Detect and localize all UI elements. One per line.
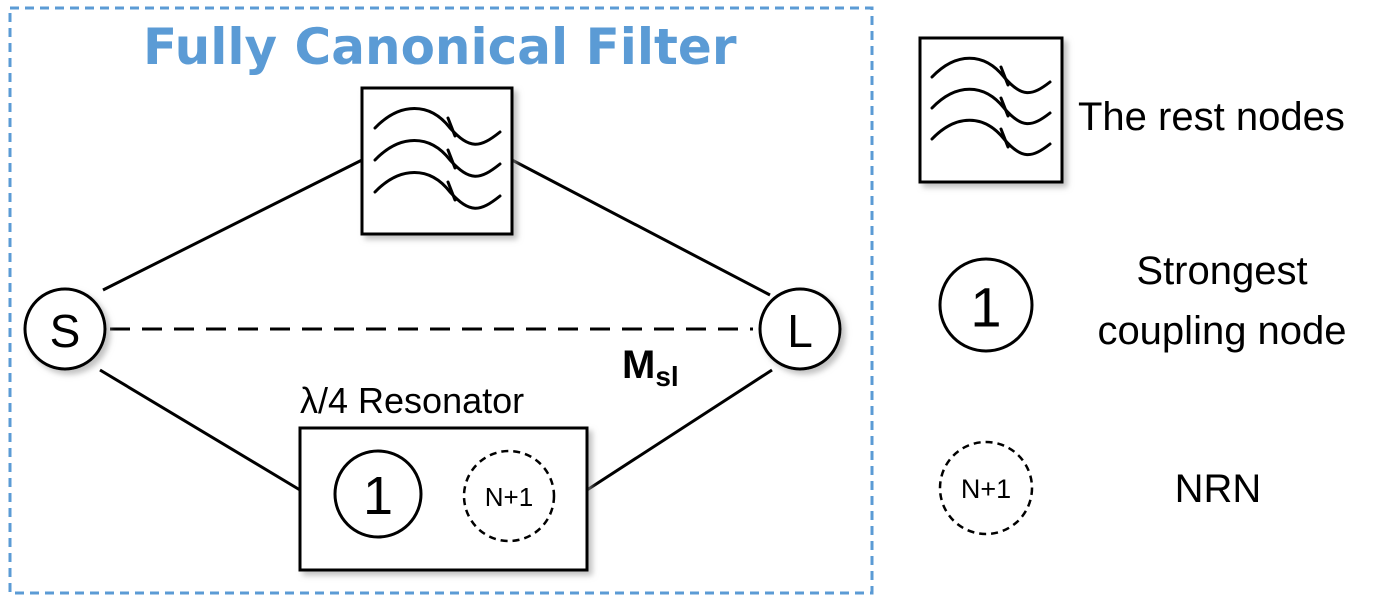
rest-nodes-box [360,86,514,236]
nrn-node [462,449,556,543]
filter-wave-icon [373,107,502,210]
s-to-bottom-line [99,368,301,492]
legend-nrn-text: NRN [1175,467,1262,511]
strongest-node [333,449,423,539]
legend-rest-nodes [918,36,1064,184]
legend-strongest-line2: coupling node [1097,309,1346,353]
s-to-top-line [102,158,363,292]
coupling-label: Msl [622,343,679,392]
nrn-node-label: N+1 [485,482,533,512]
legend-nrn-symbol [938,440,1034,536]
canonical-frame [8,6,874,595]
load-node [758,287,842,371]
source-node-label: S [50,305,81,357]
diagram-title: Fully Canonical Filter [143,18,737,76]
strongest-node-label: 1 [363,466,393,526]
legend-filter-wave-icon [930,56,1052,157]
legend-strongest-symbol [938,257,1034,353]
bottom-to-l-line [586,368,773,492]
legend-nrn-symbol-label: N+1 [961,474,1011,504]
legend-strongest-symbol-label: 1 [970,276,1001,339]
legend-strongest-line1: Strongest [1136,249,1307,293]
top-to-l-line [511,158,771,297]
legend-rest-nodes-text: The rest nodes [1078,95,1345,139]
load-node-label: L [787,305,813,357]
source-node [23,287,107,371]
resonator-label: λ/4 Resonator [300,380,524,421]
